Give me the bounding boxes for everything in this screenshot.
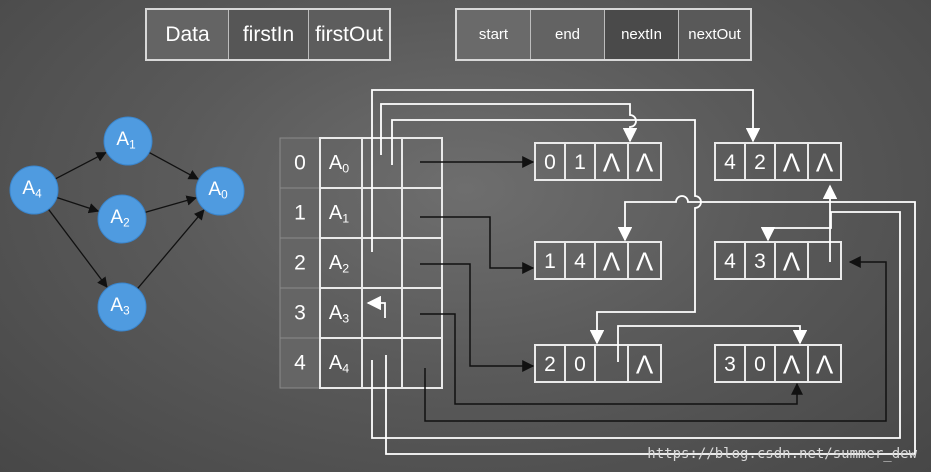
arc-value-nextin: Λ xyxy=(783,350,801,380)
vertex-firstout-cell xyxy=(401,137,443,189)
vertex-index-label: 1 xyxy=(294,202,306,225)
vertex-firstout-cell xyxy=(401,337,443,389)
vertex-firstin-cell xyxy=(361,137,403,189)
vertex-header-firstin: firstIn xyxy=(229,10,309,59)
vertex-data-label: A1 xyxy=(329,202,349,226)
graph-node-A4 xyxy=(9,165,59,215)
graph-edge-A1-A0 xyxy=(148,151,199,180)
arc-header-end: end xyxy=(531,10,605,59)
vertex-index-label: 0 xyxy=(294,152,306,175)
graph-edge-A4-A1 xyxy=(54,151,107,180)
vertex-index-cell xyxy=(279,187,321,239)
vertex-header-data: Data xyxy=(147,10,229,59)
graph-edge-A4-A2 xyxy=(56,196,100,214)
vertex-firstout-cell xyxy=(401,237,443,289)
firstout-link-2 xyxy=(420,263,535,372)
arc-value-nextin: Λ xyxy=(603,247,621,277)
firstout-white-link xyxy=(371,211,901,439)
vertex-table: 0 A0 1 A1 2 A2 3 A3 4 A4 xyxy=(279,137,443,389)
vertex-firstout-cell xyxy=(401,287,443,339)
vertex-node-structure-header: Data firstIn firstOut xyxy=(145,8,391,61)
vertex-firstout-cell xyxy=(401,187,443,239)
arc-value-nextout: Λ xyxy=(636,350,654,380)
arc-value-nextout: Λ xyxy=(636,247,654,277)
arc-header-nextin: nextIn xyxy=(605,10,679,59)
vertex-index-label: 4 xyxy=(294,352,306,375)
arc-value-nextin: Λ xyxy=(783,148,801,178)
vertex-index-cell xyxy=(279,287,321,339)
vertex-firstin-cell xyxy=(361,237,403,289)
vertex-index-cell xyxy=(279,137,321,189)
arc-value-start: 1 xyxy=(544,250,556,273)
arc-cell-nextout xyxy=(807,142,842,181)
arc-value-start: 3 xyxy=(724,353,736,376)
arc-value-nextin: Λ xyxy=(603,148,621,178)
arc-value-end: 1 xyxy=(574,151,586,174)
arc-value-start: 0 xyxy=(544,151,556,174)
graph-edge-A3-A0 xyxy=(136,209,205,290)
cross-links xyxy=(366,89,916,455)
arc-value-nextout: Λ xyxy=(816,350,834,380)
vertex-firstin-cell xyxy=(361,337,403,389)
arc-value-end: 2 xyxy=(754,151,766,174)
firstout-link-3 xyxy=(420,313,803,405)
graph-node-A0 xyxy=(195,166,245,216)
arc-value-nextout: Λ xyxy=(636,148,654,178)
arc-cell-nextout xyxy=(627,344,662,383)
nextin-link-2-0 xyxy=(617,325,808,362)
watermark-url: https://blog.csdn.net/summer_dew xyxy=(647,446,917,462)
arc-cell-nextout xyxy=(627,142,662,181)
vertex-index-label: 2 xyxy=(294,252,306,275)
arc-value-end: 4 xyxy=(574,250,586,273)
vertex-data-label: A4 xyxy=(329,352,349,376)
arc-cell-nextin xyxy=(594,344,629,383)
firstin-link-3 xyxy=(366,295,386,318)
graph-node-label-A4: A4 xyxy=(22,178,42,200)
graph-node-label-A0: A0 xyxy=(208,179,228,201)
vertex-firstin-cell xyxy=(361,287,403,339)
arc-header-nextout: nextOut xyxy=(679,10,750,59)
nextin-link-4-2 xyxy=(385,195,916,455)
graph-edges xyxy=(47,151,205,290)
arc-value-nextout: Λ xyxy=(816,148,834,178)
arc-node-structure-header: start end nextIn nextOut xyxy=(455,8,752,61)
graph-node-label-A3: A3 xyxy=(110,295,130,317)
arc-value-start: 4 xyxy=(724,151,736,174)
graph-edge-A4-A3 xyxy=(47,208,108,288)
graph-node-A2 xyxy=(97,194,147,244)
arc-cell-nextout xyxy=(807,241,842,280)
graph-node-A3 xyxy=(97,282,147,332)
firstout-link-4 xyxy=(424,256,887,422)
graph-edge-A2-A0 xyxy=(144,195,197,214)
firstin-link-2 xyxy=(371,89,761,252)
vertex-data-label: A3 xyxy=(329,302,349,326)
graph-node-label-A2: A2 xyxy=(110,207,129,229)
first-out-links xyxy=(420,156,887,422)
arc-value-start: 2 xyxy=(544,353,556,376)
arc-cell-nextout xyxy=(627,241,662,280)
arc-value-start: 4 xyxy=(724,250,736,273)
firstin-link-1 xyxy=(380,103,638,155)
vertex-index-label: 3 xyxy=(294,302,306,325)
graph-node-A1 xyxy=(103,116,153,166)
vertex-header-firstout: firstOut xyxy=(309,10,389,59)
graph-node-label-A1: A1 xyxy=(116,129,135,151)
arc-value-end: 0 xyxy=(754,353,766,376)
arc-value-end: 3 xyxy=(754,250,766,273)
arc-value-end: 0 xyxy=(574,353,586,376)
arc-cell-nextout xyxy=(807,344,842,383)
arc-value-nextin: Λ xyxy=(783,247,801,277)
vertex-index-cell xyxy=(279,337,321,389)
arc-header-start: start xyxy=(457,10,531,59)
vertex-data-label: A0 xyxy=(329,152,349,176)
vertex-firstin-cell xyxy=(361,187,403,239)
firstout-link-1 xyxy=(420,216,535,274)
vertex-data-label: A2 xyxy=(329,252,349,276)
